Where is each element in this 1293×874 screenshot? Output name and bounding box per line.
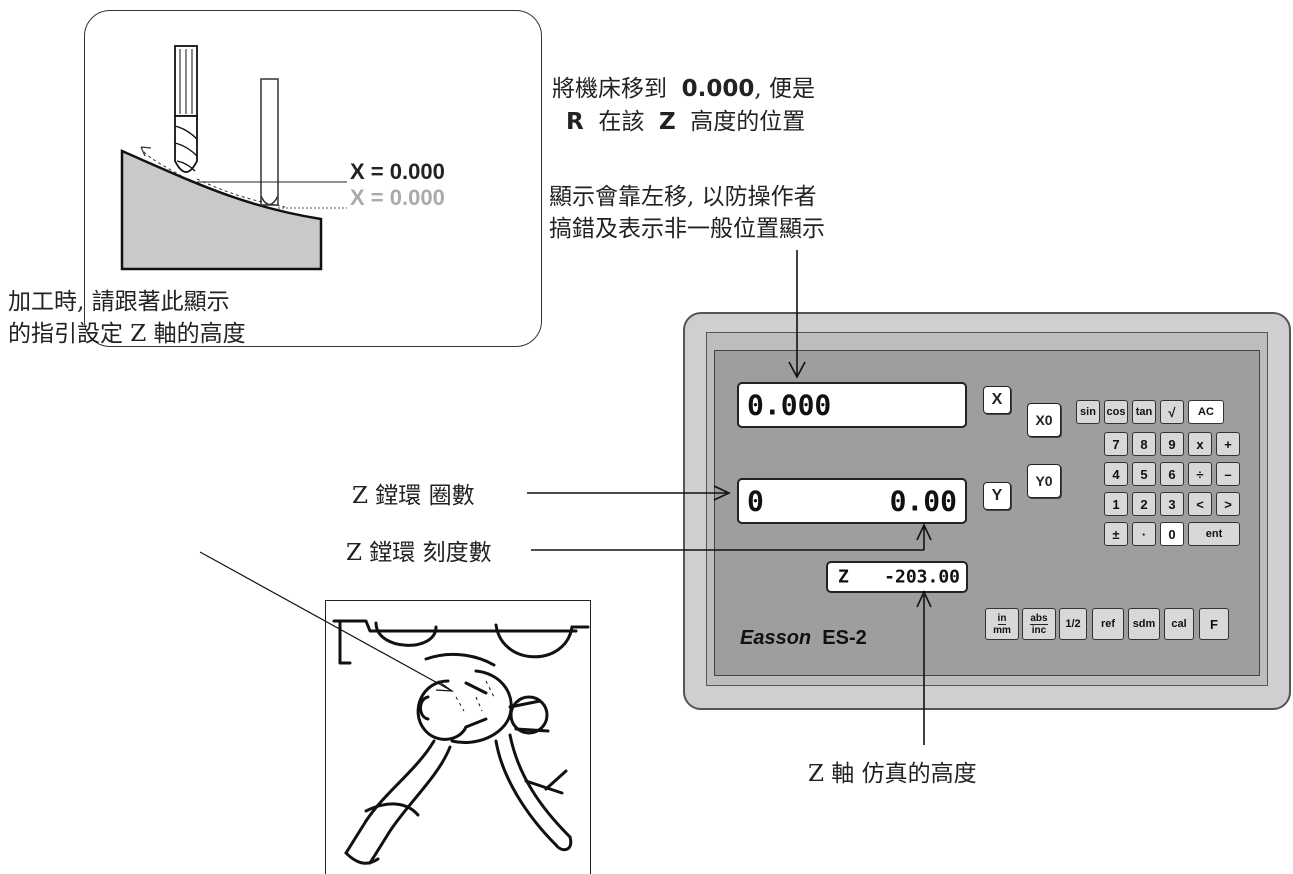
move-note-post: , 便是 — [754, 76, 816, 102]
key-tan[interactable]: tan — [1132, 400, 1156, 424]
model-name: ES-2 — [822, 627, 867, 649]
move-note-pre: 將機床移到 — [552, 76, 667, 102]
x-current-label: X = 0.000 — [350, 159, 445, 184]
key-abs-label: abs — [1030, 612, 1048, 625]
move-note-r: R — [566, 109, 584, 135]
shift-note-line2: 搞錯及表示非一般位置顯示 — [549, 216, 825, 242]
x-ghost-label: X = 0.000 — [350, 185, 445, 210]
key-abs-inc[interactable]: abs inc — [1022, 608, 1056, 640]
handwheel-drawing — [332, 619, 590, 865]
key-divide[interactable]: ÷ — [1188, 462, 1212, 486]
tool-workpiece-drawing — [120, 45, 347, 271]
key-sin[interactable]: sin — [1076, 400, 1100, 424]
move-note-value: 0.000 — [681, 76, 755, 102]
key-cos[interactable]: cos — [1104, 400, 1128, 424]
key-4[interactable]: 4 — [1104, 462, 1128, 486]
z-display-value: -203.00 — [884, 566, 960, 588]
brand-name: Easson — [740, 627, 812, 649]
y-display-turns: 0 — [747, 484, 764, 518]
key-8[interactable]: 8 — [1132, 432, 1156, 456]
key-inc-label: inc — [1031, 624, 1047, 636]
key-plus[interactable]: + — [1216, 432, 1240, 456]
key-cal[interactable]: cal — [1164, 608, 1194, 640]
key-0[interactable]: 0 — [1160, 522, 1184, 546]
key-sdm[interactable]: sdm — [1128, 608, 1160, 640]
move-note-mid: 在該 — [598, 109, 645, 135]
follow-note-line2: 的指引設定 Z 軸的高度 — [8, 321, 246, 347]
key-5[interactable]: 5 — [1132, 462, 1156, 486]
inset-illustration — [84, 10, 542, 347]
key-ac[interactable]: AC — [1188, 400, 1224, 424]
key-2[interactable]: 2 — [1132, 492, 1156, 516]
key-decimal[interactable]: · — [1132, 522, 1156, 546]
key-plus-minus[interactable]: ± — [1104, 522, 1128, 546]
key-in-mm[interactable]: in mm — [985, 608, 1019, 640]
move-note-line2: R 在該 Z 高度的位置 — [566, 106, 805, 139]
key-3[interactable]: 3 — [1160, 492, 1184, 516]
move-note-z: Z — [658, 109, 676, 135]
key-sqrt[interactable]: √ — [1160, 400, 1184, 424]
shift-note-line1: 顯示會靠左移, 以防操作者 — [549, 184, 817, 210]
axis-y-button[interactable]: Y — [983, 482, 1011, 510]
z-axis-display: Z -203.00 — [826, 561, 968, 593]
key-in-label: in — [997, 612, 1007, 625]
zero-y-button[interactable]: Y0 — [1027, 464, 1061, 498]
ring-scale-label: Z 鏜環 刻度數 — [346, 540, 492, 566]
keypad: sin cos tan √ AC 7 8 9 x + 4 5 6 ÷ – 1 2… — [1076, 400, 1240, 560]
zero-x-button[interactable]: X0 — [1027, 403, 1061, 437]
key-greater[interactable]: > — [1216, 492, 1240, 516]
key-1[interactable]: 1 — [1104, 492, 1128, 516]
key-mm-label: mm — [993, 624, 1011, 636]
move-note-line1: 將機床移到 0.000, 便是 — [552, 73, 815, 106]
key-minus[interactable]: – — [1216, 462, 1240, 486]
y-axis-display: 0 0.00 — [737, 478, 967, 524]
ring-turns-label: Z 鏜環 圈數 — [352, 483, 475, 509]
axis-x-button[interactable]: X — [983, 386, 1011, 414]
key-f[interactable]: F — [1199, 608, 1229, 640]
key-multiply[interactable]: x — [1188, 432, 1212, 456]
z-display-label: Z — [838, 566, 849, 588]
key-9[interactable]: 9 — [1160, 432, 1184, 456]
key-enter[interactable]: ent — [1188, 522, 1240, 546]
x-display-value: 0.000 — [747, 388, 832, 422]
x-axis-display: 0.000 — [737, 382, 967, 428]
sim-height-label: Z 軸 仿真的高度 — [808, 761, 977, 787]
key-ref[interactable]: ref — [1092, 608, 1124, 640]
key-6[interactable]: 6 — [1160, 462, 1184, 486]
key-less[interactable]: < — [1188, 492, 1212, 516]
brand-label: Easson ES-2 — [740, 627, 867, 650]
key-7[interactable]: 7 — [1104, 432, 1128, 456]
follow-note-line1: 加工時, 請跟著此顯示 — [8, 289, 230, 315]
move-note-end: 高度的位置 — [690, 109, 806, 135]
key-half[interactable]: 1/2 — [1059, 608, 1087, 640]
y-display-scale: 0.00 — [889, 484, 957, 518]
